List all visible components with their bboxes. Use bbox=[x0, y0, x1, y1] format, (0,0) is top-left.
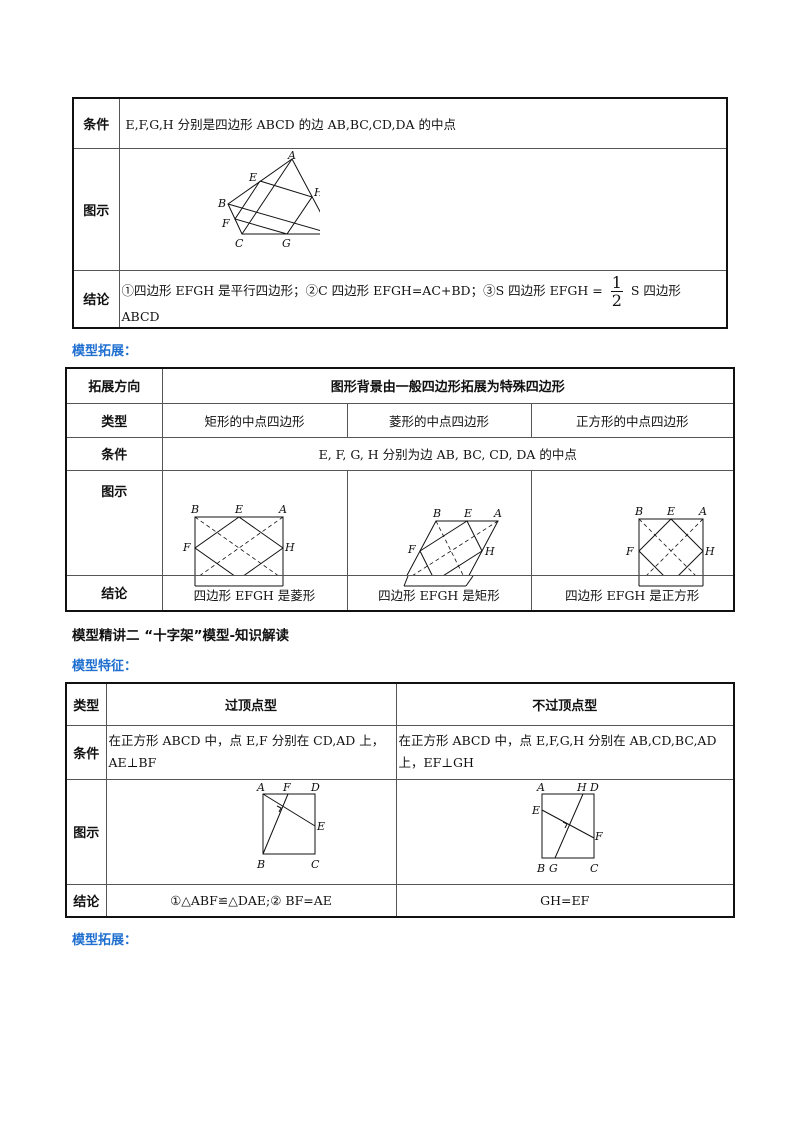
svg-text:H: H bbox=[284, 541, 295, 554]
label-a: A bbox=[287, 149, 296, 162]
svg-text:A: A bbox=[698, 505, 707, 518]
condition-label-2: 条件 bbox=[65, 436, 163, 471]
conclusion-part1: ①四边形 EFGH 是平行四边形；②C 四边形 EFGH=AC+BD；③S 四边… bbox=[121, 282, 603, 298]
midpoint-quadrilateral-table: 条件 E,F,G,H 分别是四边形 ABCD 的边 AB,BC,CD,DA 的中… bbox=[72, 97, 728, 329]
col2-condition: 在正方形 ABCD 中，点 E,F,G,H 分别在 AB,CD,BC,AD 上，… bbox=[395, 724, 735, 780]
svg-text:B: B bbox=[256, 858, 265, 871]
conclusion-row: 结论 ①四边形 EFGH 是平行四边形；②C 四边形 EFGH=AC+BD；③S… bbox=[72, 269, 728, 329]
conclusion-rectangle: 四边形 EFGH 是菱形 bbox=[193, 587, 316, 603]
svg-text:C: C bbox=[311, 858, 320, 871]
svg-text:B: B bbox=[190, 503, 199, 516]
type-row: 类型 矩形的中点四边形 菱形的中点四边形 正方形的中点四边形 bbox=[65, 402, 735, 438]
conclusion-square: 四边形 EFGH 是正方形 bbox=[565, 587, 700, 603]
label-b: B bbox=[217, 197, 226, 210]
condition-text-2: E, F, G, H 分别为边 AB, BC, CD, DA 的中点 bbox=[161, 436, 735, 471]
rhombus-figure: B E A F H bbox=[406, 507, 502, 575]
col2-conclusion: GH=EF bbox=[395, 883, 735, 918]
type-row-3: 类型 过顶点型 不过顶点型 bbox=[65, 682, 735, 726]
label-c: C bbox=[235, 237, 244, 250]
figure-label-3: 图示 bbox=[65, 778, 107, 885]
figure-row: 图示 A B C D E F G H bbox=[72, 147, 728, 271]
figure-row-2: 图示 B E A F H bbox=[65, 469, 735, 576]
conclusion-rhombus: 四边形 EFGH 是矩形 bbox=[378, 587, 500, 603]
svg-text:E: E bbox=[463, 507, 472, 520]
type-label: 类型 bbox=[65, 402, 163, 438]
condition-text: E,F,G,H 分别是四边形 ABCD 的边 AB,BC,CD,DA 的中点 bbox=[118, 97, 728, 149]
rectangle-figure: B E A F H bbox=[182, 503, 295, 575]
label-g: G bbox=[282, 237, 291, 250]
svg-text:E: E bbox=[234, 503, 243, 516]
special-quadrilateral-table: 拓展方向 图形背景由一般四边形拓展为特殊四边形 类型 矩形的中点四边形 菱形的中… bbox=[65, 367, 735, 612]
col1-title: 过顶点型 bbox=[105, 682, 397, 726]
svg-text:H: H bbox=[484, 545, 495, 558]
conclusion-label: 结论 bbox=[72, 269, 120, 329]
fraction-half: 1 2 bbox=[610, 272, 623, 310]
type-rectangle: 矩形的中点四边形 bbox=[161, 402, 348, 438]
vertex-cross-figure: A F D E B C bbox=[256, 781, 325, 871]
features-heading: 模型特征： bbox=[72, 659, 138, 674]
conclusion-row-2: 结论 四边形 EFGH 是菱形 bbox=[65, 574, 735, 611]
svg-text:F: F bbox=[625, 545, 634, 558]
svg-text:E: E bbox=[666, 505, 675, 518]
svg-text:B: B bbox=[536, 862, 545, 875]
condition-label-3: 条件 bbox=[65, 724, 107, 780]
svg-text:F: F bbox=[594, 830, 603, 843]
figure-label-2: 图示 bbox=[65, 469, 163, 576]
svg-text:A: A bbox=[256, 781, 265, 794]
extension-heading-1: 模型拓展： bbox=[72, 344, 138, 359]
svg-text:A: A bbox=[493, 507, 502, 520]
section-title: 模型精讲二 “十字架”模型-知识解读 bbox=[72, 628, 290, 644]
conclusion-row-3: 结论 ①△ABF≌△DAE;② BF=AE GH=EF bbox=[65, 883, 735, 918]
label-e: E bbox=[248, 171, 257, 184]
col1-condition: 在正方形 ABCD 中，点 E,F 分别在 CD,AD 上，AE⊥BF bbox=[105, 724, 397, 780]
figure-row-3: 图示 A F D E B C bbox=[65, 778, 735, 885]
conclusion-part2: S 四边形 ABCD bbox=[121, 282, 681, 324]
condition-row: 条件 E,F,G,H 分别是四边形 ABCD 的边 AB,BC,CD,DA 的中… bbox=[72, 97, 728, 149]
direction-row: 拓展方向 图形背景由一般四边形拓展为特殊四边形 bbox=[65, 367, 735, 404]
svg-text:H: H bbox=[576, 781, 587, 794]
type-square: 正方形的中点四边形 bbox=[530, 402, 735, 438]
svg-text:D: D bbox=[589, 781, 599, 794]
condition-row-3: 条件 在正方形 ABCD 中，点 E,F 分别在 CD,AD 上，AE⊥BF 在… bbox=[65, 724, 735, 780]
figure-label: 图示 bbox=[72, 147, 120, 271]
square-figure: B E A F H bbox=[625, 505, 715, 575]
cross-model-table: 类型 过顶点型 不过顶点型 条件 在正方形 ABCD 中，点 E,F 分别在 C… bbox=[65, 682, 735, 918]
svg-text:B: B bbox=[432, 507, 441, 520]
col1-conclusion: ①△ABF≌△DAE;② BF=AE bbox=[105, 883, 397, 918]
svg-text:F: F bbox=[182, 541, 191, 554]
svg-text:H: H bbox=[704, 545, 715, 558]
svg-text:D: D bbox=[310, 781, 320, 794]
svg-text:F: F bbox=[407, 543, 416, 556]
direction-label: 拓展方向 bbox=[65, 367, 163, 404]
svg-text:F: F bbox=[282, 781, 291, 794]
type-rhombus: 菱形的中点四边形 bbox=[346, 402, 532, 438]
condition-label: 条件 bbox=[72, 97, 120, 149]
type-label-3: 类型 bbox=[65, 682, 107, 726]
extension-heading-2: 模型拓展： bbox=[72, 933, 138, 948]
quadrilateral-figure: A B C D E F G H bbox=[217, 149, 335, 250]
label-f: F bbox=[221, 217, 230, 230]
col2-title: 不过顶点型 bbox=[395, 682, 735, 726]
svg-text:E: E bbox=[531, 804, 540, 817]
condition-row-2: 条件 E, F, G, H 分别为边 AB, BC, CD, DA 的中点 bbox=[65, 436, 735, 471]
direction-text: 图形背景由一般四边形拓展为特殊四边形 bbox=[161, 367, 735, 404]
conclusion-label-2: 结论 bbox=[65, 574, 163, 611]
label-h: H bbox=[313, 186, 320, 199]
svg-text:E: E bbox=[316, 820, 325, 833]
svg-text:A: A bbox=[536, 781, 545, 794]
svg-text:A: A bbox=[278, 503, 287, 516]
svg-text:C: C bbox=[590, 862, 599, 875]
svg-text:G: G bbox=[549, 862, 558, 875]
conclusion-label-3: 结论 bbox=[65, 883, 107, 918]
svg-text:B: B bbox=[634, 505, 643, 518]
